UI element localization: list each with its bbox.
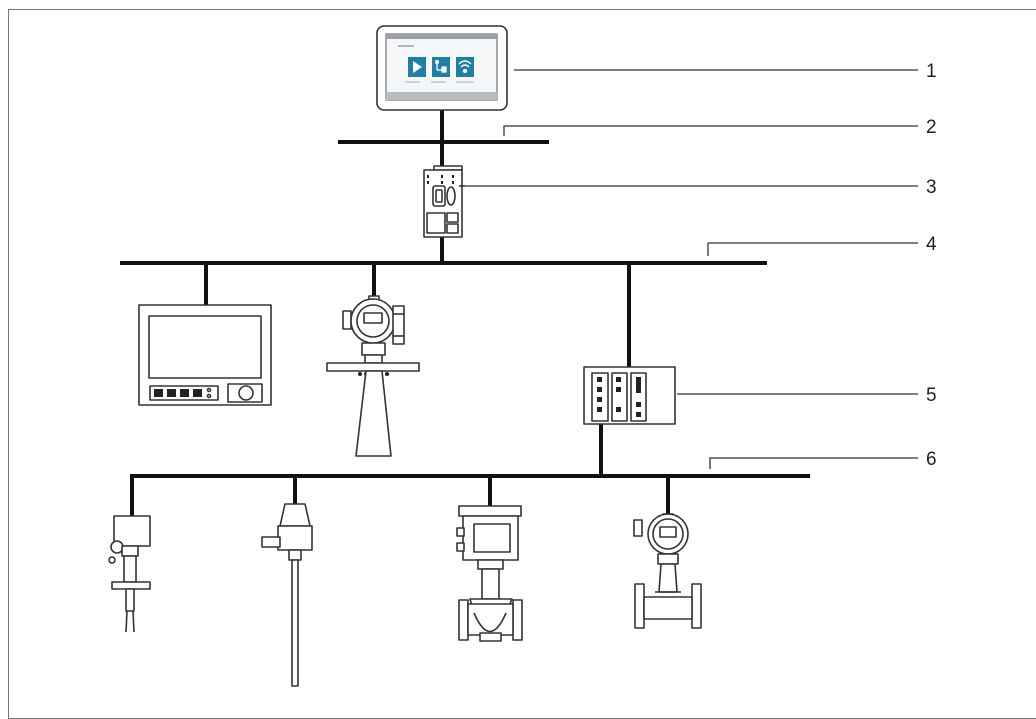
callout-leaders	[465, 69, 918, 469]
temperature-transmitter	[261, 503, 313, 687]
radar-level-transmitter	[326, 295, 420, 457]
callout-6: 6	[926, 449, 937, 470]
network-diagram: 1 2 3 4 5 6	[108, 25, 937, 687]
tablet-device	[376, 25, 508, 111]
display-recorder	[138, 304, 272, 406]
gateway-device	[423, 165, 465, 238]
callout-4: 4	[926, 234, 937, 255]
callout-2: 2	[926, 117, 937, 138]
callout-3: 3	[926, 177, 937, 198]
level-switch	[108, 515, 151, 633]
wifi-icon	[456, 57, 474, 77]
network-icon	[432, 57, 450, 77]
callout-1: 1	[926, 61, 937, 82]
bus-lines	[120, 110, 810, 516]
remote-io-module	[583, 366, 676, 425]
callout-5: 5	[926, 385, 937, 406]
control-valve	[456, 505, 523, 642]
flowmeter	[633, 513, 702, 629]
